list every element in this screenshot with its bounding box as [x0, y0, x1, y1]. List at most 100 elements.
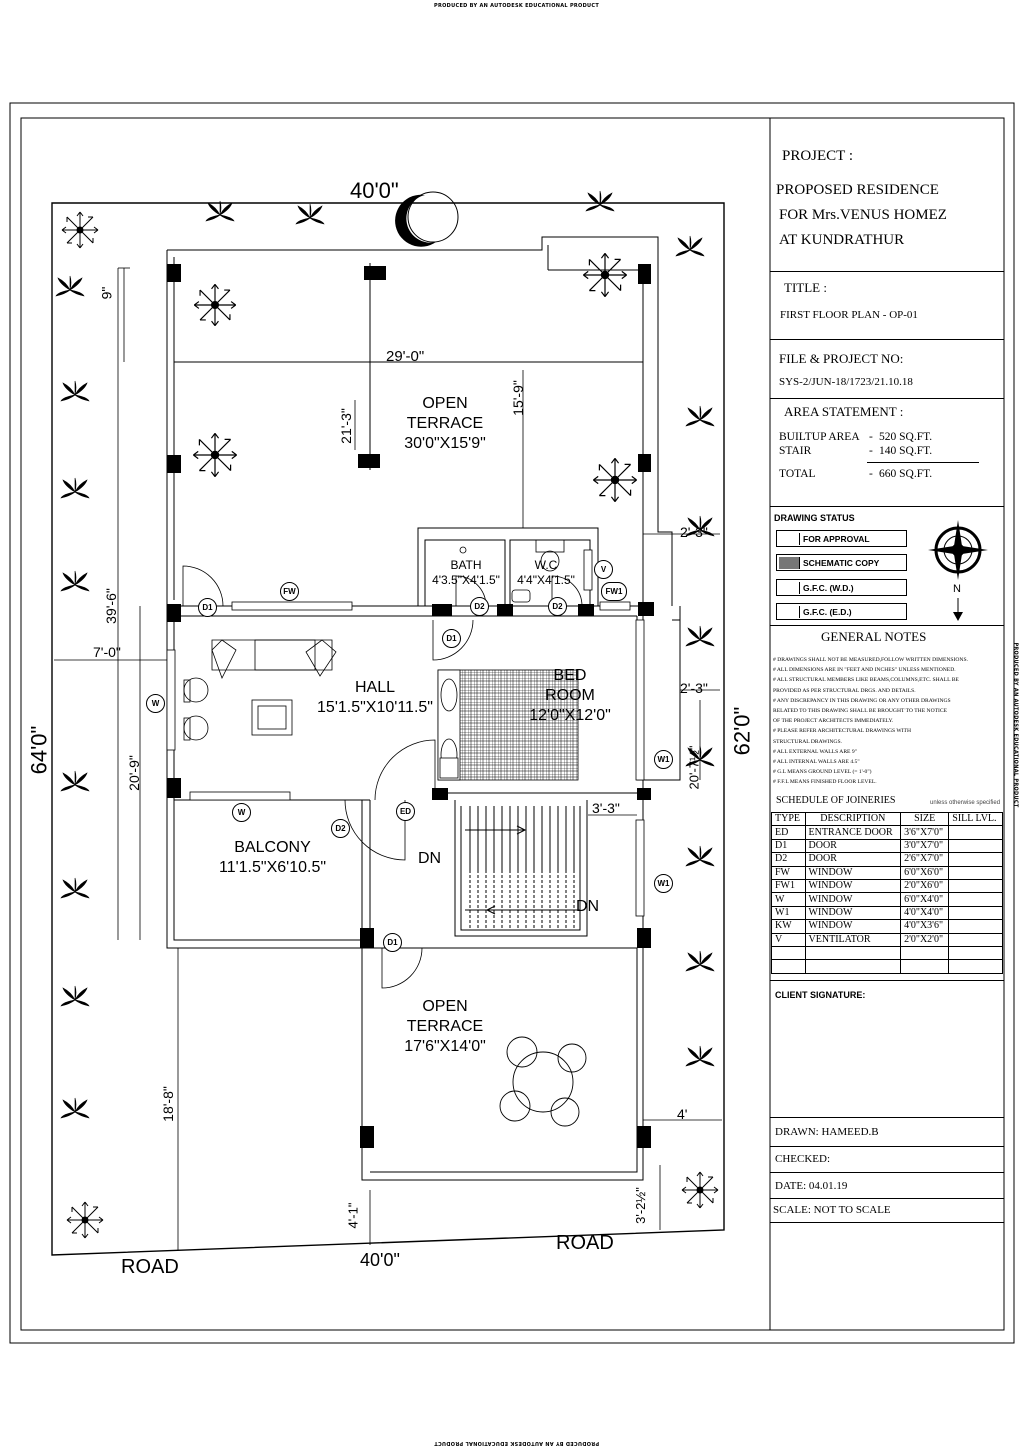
room-hall: HALL 15'1.5"X10'11.5" — [300, 678, 450, 718]
tag-d1: D1 — [442, 629, 461, 648]
room-balcony: BALCONY 11'1.5"X6'10.5" — [200, 838, 345, 878]
table-cell — [900, 959, 950, 974]
table-cell: D2 — [771, 852, 806, 867]
table-cell: V — [771, 932, 806, 947]
area-row-label: STAIR — [779, 445, 812, 457]
tag-w1: W1 — [654, 874, 673, 893]
table-cell — [948, 892, 1003, 907]
general-notes-title: GENERAL NOTES — [821, 629, 927, 644]
table-cell: WINDOW — [804, 905, 902, 921]
stair-dn-label: DN — [576, 898, 600, 915]
table-cell: WINDOW — [804, 878, 902, 894]
column-header: SILL LVL. — [948, 811, 1003, 827]
area-row: TOTAL - 660 SQ.FT. — [779, 467, 979, 481]
area-row-value: 660 SQ.FT. — [879, 468, 933, 480]
area-label: AREA STATEMENT : — [784, 404, 904, 419]
table-cell — [948, 852, 1003, 867]
area-row-dash: - — [869, 468, 873, 480]
room-size: 17'6"X14'0" — [404, 1038, 486, 1055]
drawing-date: DATE: 04.01.19 — [775, 1180, 848, 1192]
status-gfc-ed: G.F.C. (E.D.) — [776, 603, 907, 620]
table-cell: 2'0"X2'0" — [900, 932, 950, 947]
room-name: HALL — [354, 679, 396, 696]
tag-fw1: FW1 — [601, 582, 627, 601]
table-cell: D1 — [771, 838, 806, 854]
room-size: 11'1.5"X6'10.5" — [218, 859, 327, 876]
table-cell: DOOR — [804, 838, 902, 854]
table-cell — [804, 945, 902, 961]
drawing-status-label: DRAWING STATUS — [774, 513, 855, 523]
note-line: # DRAWINGS SHALL NOT BE MEASURED,FOLLOW … — [773, 657, 968, 663]
tag-d1: D1 — [383, 933, 402, 952]
note-line: # G.L MEANS GROUND LEVEL (= 1'-0") — [773, 769, 872, 776]
table-cell: 3'6"X7'0" — [900, 825, 950, 840]
tag-v: V — [594, 560, 613, 579]
area-row-label: TOTAL — [779, 468, 816, 480]
dim-terrace-inner: 15'-9" — [509, 380, 526, 416]
tag-d2: D2 — [470, 597, 489, 616]
dim-right-height: 62'0" — [729, 706, 755, 756]
watermark-top: PRODUCED BY AN AUTODESK EDUCATIONAL PROD… — [434, 3, 600, 9]
area-table: BUILTUP AREA - 520 SQ.FT. STAIR - 140 SQ… — [779, 430, 979, 481]
note-line: # ALL EXTERNAL WALLS ARE 9" — [773, 748, 857, 755]
table-row — [771, 945, 1003, 961]
project-line: PROPOSED RESIDENCE — [776, 182, 939, 198]
dim-right-offset-mid: 2'-3" — [680, 680, 708, 696]
room-size: 4'3.5"X4'1.5" — [432, 573, 500, 587]
note-line: # F.F.L MEANS FINISHED FLOOR LEVEL. — [773, 779, 877, 786]
room-size: 4'4"X4'1.5" — [517, 573, 575, 587]
tag-d1: D1 — [198, 598, 217, 617]
status-for-approval: FOR APPROVAL — [776, 530, 907, 547]
room-size: 30'0"X15'9" — [404, 435, 486, 452]
room-name: BATH — [450, 558, 482, 572]
drawing-scale: SCALE: NOT TO SCALE — [773, 1204, 891, 1216]
dim-hall-depth: 20'-9" — [125, 755, 142, 791]
room-name: OPEN — [422, 395, 468, 412]
table-cell — [948, 878, 1003, 894]
area-row-dash: - — [869, 445, 873, 457]
room-wc: W.C 4'4"X4'1.5" — [508, 558, 584, 588]
status-gfc-wd: G.F.C. (W.D.) — [776, 579, 907, 596]
note-line: # ALL INTERNAL WALLS ARE 4.5" — [773, 759, 860, 766]
dim-front-left: 4'-1" — [345, 1202, 361, 1229]
note-line: RELATED TO THIS DRAWING SHALL BE BROUGHT… — [773, 708, 948, 715]
status-schematic-copy: SCHEMATIC COPY — [776, 554, 907, 571]
schedule-title: SCHEDULE OF JOINERIES — [776, 795, 896, 806]
table-cell: VENTILATOR — [804, 932, 902, 947]
title-label: TITLE : — [784, 280, 827, 295]
dim-top-setback: 9" — [98, 286, 115, 300]
table-cell: 2'6"X7'0" — [900, 852, 950, 867]
dim-front-right-setback: 3'-2½" — [632, 1187, 648, 1224]
table-cell: WINDOW — [804, 892, 902, 907]
drawn-by: DRAWN: HAMEED.B — [775, 1126, 879, 1138]
room-bedroom: BED ROOM 12'0"X12'0" — [520, 666, 620, 726]
dim-top-width: 40'0" — [350, 178, 399, 203]
checked-by: CHECKED: — [775, 1153, 830, 1165]
table-cell: WINDOW — [804, 919, 902, 934]
table-cell: FW — [771, 865, 806, 880]
dim-front-right: 4' — [677, 1106, 688, 1122]
table-cell — [771, 945, 806, 961]
title-value: FIRST FLOOR PLAN - OP-01 — [780, 309, 918, 321]
road-label-left: ROAD — [121, 1256, 179, 1278]
column-header: DESCRIPTION — [804, 811, 902, 827]
note-line: # ALL DIMENSIONS ARE IN "FEET AND INCHES… — [773, 667, 956, 674]
area-row-value: 140 SQ.FT. — [879, 445, 933, 457]
table-cell: 4'0"X4'0" — [900, 905, 950, 921]
table-header-row: TYPE DESCRIPTION SIZE SILL LVL. — [771, 811, 1003, 827]
table-cell — [771, 959, 806, 974]
tag-d2: D2 — [548, 597, 567, 616]
room-open-terrace-bottom: OPEN TERRACE 17'6"X14'0" — [380, 997, 510, 1057]
dim-stair-width: 3'-3" — [592, 800, 620, 816]
room-size: 15'1.5"X10'11.5" — [317, 699, 433, 716]
status-text: SCHEMATIC COPY — [803, 558, 880, 568]
room-name: TERRACE — [406, 415, 484, 432]
schedule-note: unless otherwise specified — [930, 800, 1001, 806]
north-label: N — [953, 583, 961, 595]
stair-dn-label: DN — [418, 850, 442, 867]
